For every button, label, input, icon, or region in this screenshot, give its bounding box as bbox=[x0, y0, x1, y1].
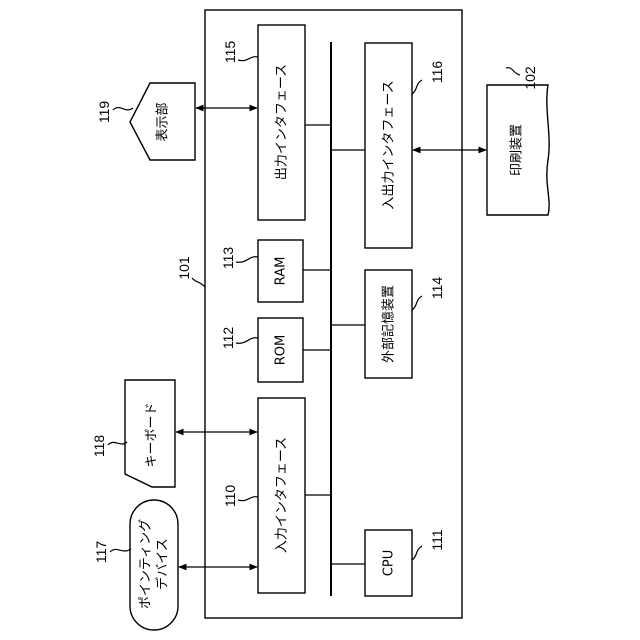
ref-112: 112 bbox=[220, 327, 236, 350]
ref-118: 118 bbox=[91, 435, 107, 458]
input-interface-label: 入力インタフェース bbox=[275, 437, 290, 553]
pointing-device-shape bbox=[130, 500, 178, 630]
ref-110: 110 bbox=[222, 485, 238, 508]
leader-119 bbox=[113, 108, 133, 110]
leader-101 bbox=[192, 278, 205, 287]
ref-115: 115 bbox=[222, 41, 238, 64]
system-frame bbox=[205, 10, 462, 618]
io-interface-label: 入出力インタフェース bbox=[382, 80, 397, 209]
ref-119: 119 bbox=[96, 101, 112, 124]
ref-114: 114 bbox=[429, 277, 445, 300]
printer-label: 印刷装置 bbox=[510, 124, 525, 176]
display-label: 表示部 bbox=[156, 102, 171, 141]
pointing-device-label-line2: デバイス bbox=[155, 538, 171, 590]
ref-113: 113 bbox=[220, 247, 236, 270]
leader-102 bbox=[506, 68, 520, 75]
pointing-device-label-line1: ポインティング bbox=[139, 519, 154, 609]
ref-102: 102 bbox=[522, 66, 538, 90]
ram-label: RAM bbox=[274, 257, 289, 286]
cpu-label: CPU bbox=[382, 550, 397, 576]
keyboard-label: キーボード bbox=[145, 402, 160, 467]
leader-117 bbox=[110, 549, 131, 552]
ref-101: 101 bbox=[176, 256, 192, 280]
ref-116: 116 bbox=[429, 61, 445, 84]
output-interface-label: 出力インタフェース bbox=[275, 64, 290, 180]
leader-118 bbox=[108, 442, 127, 445]
storage-label: 外部記憶装置 bbox=[381, 285, 397, 363]
ref-111: 111 bbox=[429, 529, 445, 550]
rom-label: ROM bbox=[274, 335, 289, 365]
ref-117: 117 bbox=[93, 541, 109, 564]
